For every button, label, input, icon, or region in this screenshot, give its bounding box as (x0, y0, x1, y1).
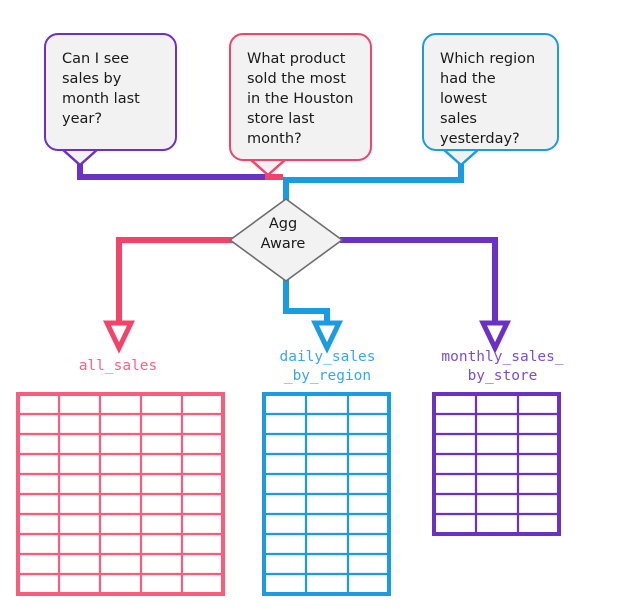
table-all-sales[interactable] (16, 392, 225, 596)
bubble-tail-q3 (442, 148, 480, 167)
agg-aware-node[interactable] (228, 198, 344, 282)
question-bubble-3[interactable]: Which region had the lowest sales yester… (422, 33, 559, 151)
question-bubble-2-text: What product sold the most in the Housto… (247, 51, 354, 147)
question-bubble-1[interactable]: Can I see sales by month last year? (44, 33, 177, 151)
question-bubble-3-text: Which region had the lowest sales yester… (440, 51, 536, 147)
table-label-all-sales: all_sales (78, 358, 158, 374)
question-bubble-2[interactable]: What product sold the most in the Housto… (229, 33, 372, 161)
edge-blue-q3-to-daily (283, 160, 464, 354)
table-label-daily-sales-by-region: daily_sales _by_region (279, 349, 376, 385)
table-label-monthly-sales-by-store: monthly_sales_ by_store (441, 349, 564, 385)
table-monthly-sales-by-store[interactable] (432, 392, 561, 536)
bubble-tail-q1 (61, 148, 99, 167)
bubble-tail-q2 (249, 158, 287, 177)
question-bubble-1-text: Can I see sales by month last year? (62, 51, 140, 127)
table-daily-sales-by-region[interactable] (262, 392, 391, 596)
